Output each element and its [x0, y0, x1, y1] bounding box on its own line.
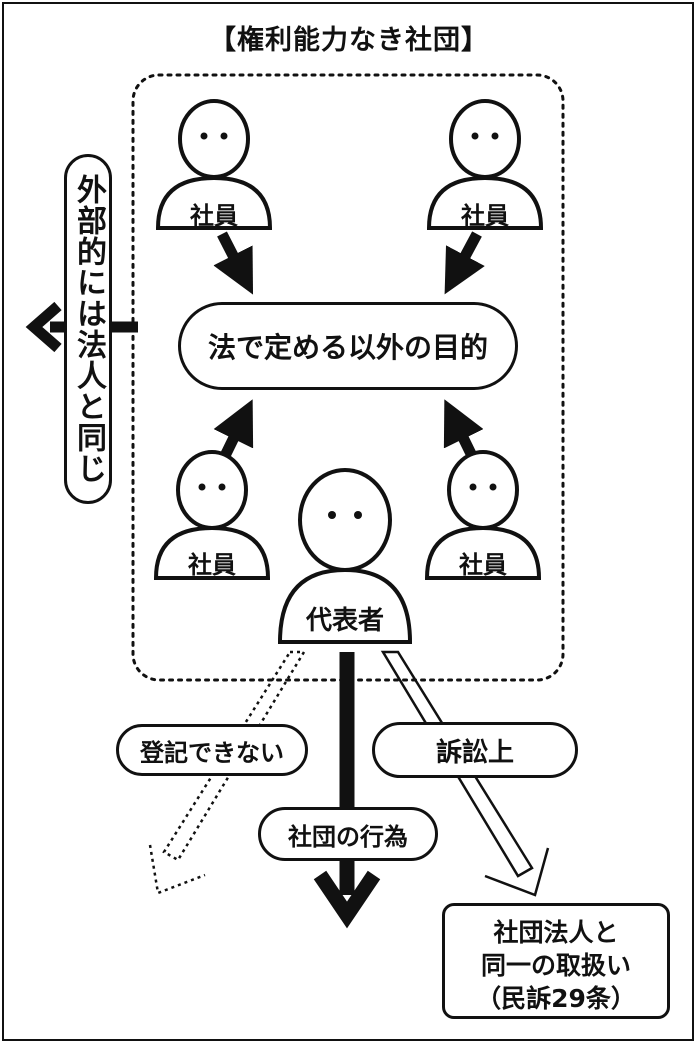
treatment-box: 社団法人と 同一の取扱い （民訴29条） — [442, 903, 670, 1019]
member-arrow-top-right — [444, 231, 485, 295]
litigation-label: 訴訟上 — [372, 722, 578, 778]
member-figure-bottom-right — [424, 450, 542, 580]
treatment-line: 同一の取扱い — [480, 951, 631, 980]
member-label: 社員 — [190, 202, 238, 230]
diagram-title: 【権利能力なき社団】 — [209, 25, 489, 56]
cannot-register-arrow — [148, 650, 307, 895]
litigation-arrow — [380, 650, 550, 897]
member-figure-top-left — [155, 99, 273, 230]
member-figure-top-right — [426, 99, 544, 230]
member-label: 社員 — [188, 551, 236, 579]
association-act-label: 社団の行為 — [258, 807, 438, 861]
representative-label: 代表者 — [305, 606, 384, 636]
member-label: 社員 — [459, 551, 507, 579]
treatment-line: （民訴29条） — [476, 984, 636, 1013]
member-arrow-top-left — [213, 231, 254, 295]
cannot-register-label: 登記できない — [116, 724, 308, 776]
member-figure-bottom-left — [153, 450, 271, 580]
association-act-arrow — [313, 652, 381, 929]
treatment-line: 社団法人と — [493, 918, 619, 947]
purpose-pill: 法で定める以外の目的 — [178, 302, 518, 390]
representative-figure — [277, 468, 413, 644]
member-label: 社員 — [461, 202, 509, 230]
outside-label: 外部的には法人と同じ — [64, 154, 112, 504]
